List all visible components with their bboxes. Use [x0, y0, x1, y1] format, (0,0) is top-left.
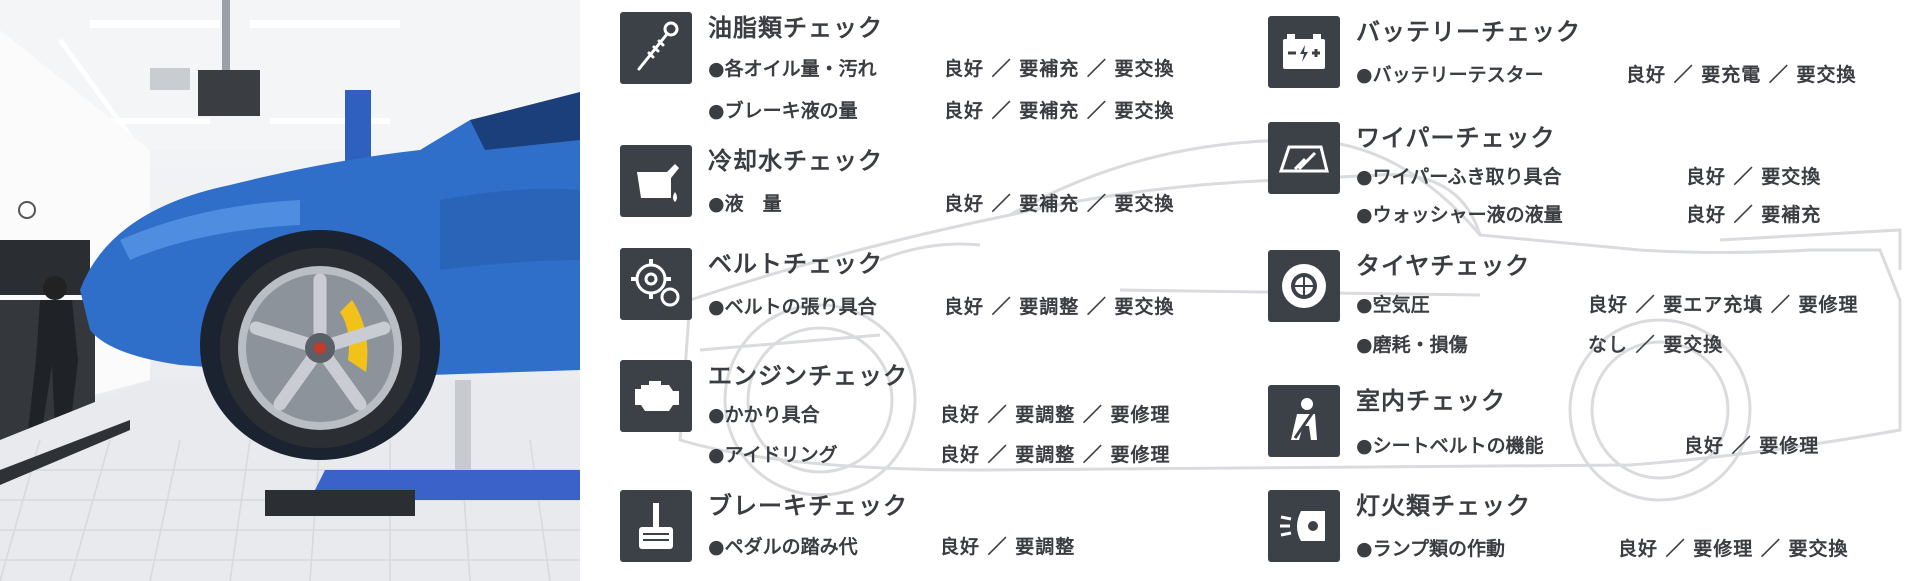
check-options: 良好 ／ 要修理 — [1684, 435, 1820, 457]
check-item: ●ブレーキ液の量 — [708, 100, 858, 122]
check-options: なし ／ 要交換 — [1588, 334, 1724, 356]
check-options: 良好 ／ 要調整 ／ 要修理 — [940, 444, 1171, 466]
brake-pedal-icon — [620, 490, 692, 562]
check-item: ●各オイル量・汚れ — [708, 58, 877, 80]
group-title: 灯火類チェック — [1356, 492, 1531, 520]
check-item: ●ワイパーふき取り具合 — [1356, 166, 1562, 188]
battery-icon — [1268, 16, 1340, 88]
check-options: 良好 ／ 要修理 ／ 要交換 — [1618, 538, 1849, 560]
tire-icon — [1268, 250, 1340, 322]
group-title: ワイパーチェック — [1356, 124, 1556, 152]
check-item: ●ウォッシャー液の液量 — [1356, 204, 1563, 226]
group-title: 油脂類チェック — [708, 14, 883, 42]
headlamp-icon — [1268, 490, 1340, 562]
check-options: 良好 ／ 要補充 — [1686, 204, 1822, 226]
check-item: ●バッテリーテスター — [1356, 64, 1544, 86]
check-options: 良好 ／ 要交換 — [1686, 166, 1822, 188]
check-item: ●かかり具合 — [708, 404, 820, 426]
engine-icon — [620, 360, 692, 432]
check-options: 良好 ／ 要エア充填 ／ 要修理 — [1588, 294, 1859, 316]
check-item: ●液 量 — [708, 193, 782, 215]
check-options: 良好 ／ 要調整 — [940, 536, 1076, 558]
check-item: ●ペダルの踏み代 — [708, 536, 858, 558]
check-item: ●アイドリング — [708, 444, 838, 466]
group-title: タイヤチェック — [1356, 252, 1531, 280]
check-item: ●磨耗・損傷 — [1356, 334, 1468, 356]
group-title: ベルトチェック — [708, 250, 883, 278]
check-options: 良好 ／ 要充電 ／ 要交換 — [1626, 64, 1857, 86]
group-title: ブレーキチェック — [708, 492, 908, 520]
oil-dipstick-icon — [620, 12, 692, 84]
group-title: 冷却水チェック — [708, 147, 883, 175]
group-title: エンジンチェック — [708, 362, 908, 390]
check-options: 良好 ／ 要補充 ／ 要交換 — [944, 58, 1175, 80]
group-title: 室内チェック — [1356, 387, 1506, 415]
check-options: 良好 ／ 要調整 ／ 要交換 — [944, 296, 1175, 318]
group-title: バッテリーチェック — [1356, 18, 1581, 46]
check-item: ●ベルトの張り具合 — [708, 296, 877, 318]
check-item: ●シートベルトの機能 — [1356, 435, 1544, 457]
check-options: 良好 ／ 要調整 ／ 要修理 — [940, 404, 1171, 426]
workshop-photo — [0, 0, 580, 581]
coolant-icon — [620, 145, 692, 217]
seatbelt-icon — [1268, 385, 1340, 457]
check-item: ●空気圧 — [1356, 294, 1430, 316]
check-options: 良好 ／ 要補充 ／ 要交換 — [944, 193, 1175, 215]
check-options: 良好 ／ 要補充 ／ 要交換 — [944, 100, 1175, 122]
check-item: ●ランプ類の作動 — [1356, 538, 1506, 560]
belt-gear-icon — [620, 248, 692, 320]
wiper-icon — [1268, 122, 1340, 194]
